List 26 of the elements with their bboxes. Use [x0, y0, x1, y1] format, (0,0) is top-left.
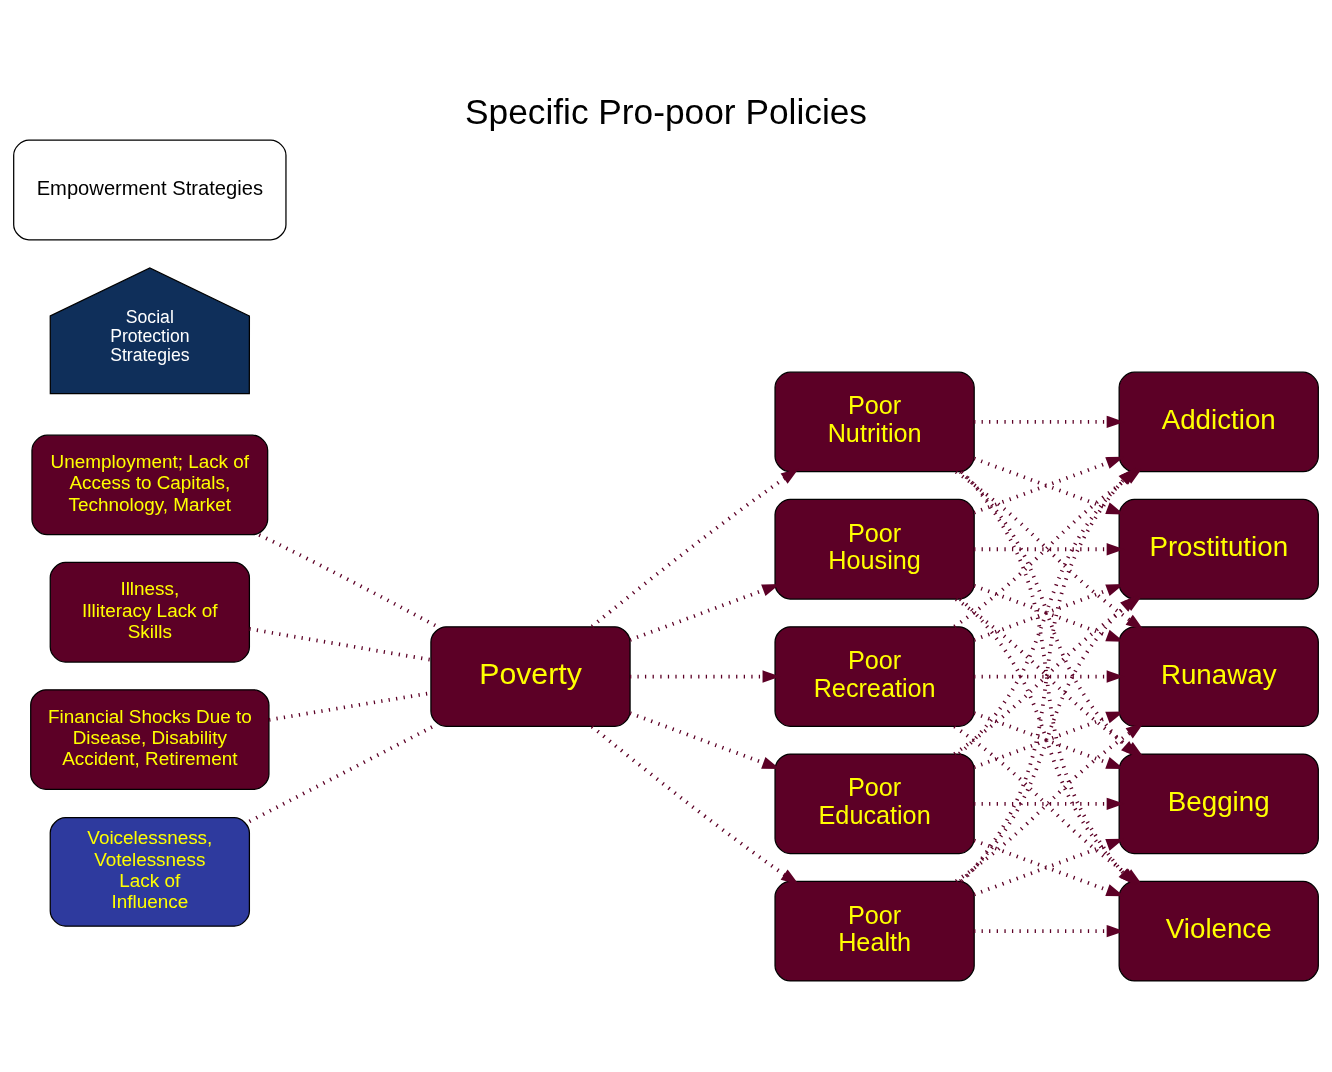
arrow [973, 584, 1124, 642]
node-box: Runaway [1118, 626, 1319, 727]
node-box: Prostitution [1118, 498, 1319, 600]
node-box: Addiction [1118, 371, 1319, 473]
arrow [590, 468, 799, 628]
node-box: Unemployment; Lack of Access to Capitals, Technology, Market [31, 434, 269, 536]
node-box: Begging [1118, 753, 1319, 855]
node-box: Poor Recreation [774, 626, 975, 727]
arrow [973, 456, 1124, 515]
node-box: Poor Housing [774, 498, 975, 600]
connector [248, 724, 434, 824]
node-box: Violence [1118, 880, 1319, 982]
connector [258, 533, 439, 629]
connector [249, 627, 431, 662]
node-box: Financial Shocks Due to Disease, Disability Accident, Retirement [30, 689, 270, 790]
arrow [973, 838, 1124, 897]
node-box: Voicelessness, Votelessness Lack of Influence [49, 817, 251, 927]
node-box: Poverty [430, 626, 631, 727]
node-box: Poor Education [774, 753, 975, 855]
node-box: Illness, Illiteracy Lack of Skills [49, 561, 251, 663]
node-box: Poor Nutrition [774, 371, 975, 473]
diagram-title: Specific Pro-poor Policies [465, 92, 867, 132]
arrow [629, 711, 780, 770]
node-box: Poor Health [774, 880, 975, 982]
node-box: Empowerment Strategies [13, 139, 287, 241]
arrow [590, 725, 799, 885]
